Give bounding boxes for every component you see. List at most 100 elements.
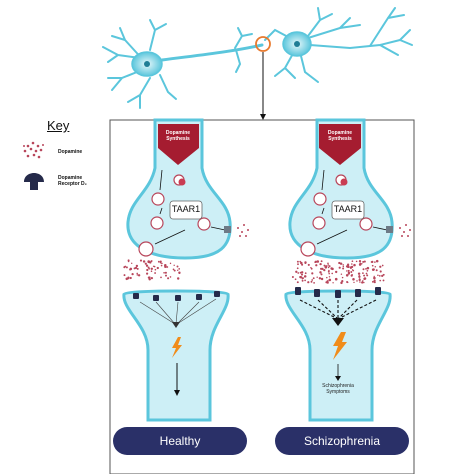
schizophrenia-panel	[284, 118, 411, 422]
dopamine-particle	[123, 266, 126, 269]
dopamine-particle	[313, 282, 315, 284]
dopamine-particle	[373, 281, 376, 284]
dopamine-particle	[350, 265, 354, 269]
dopamine-particle	[296, 281, 299, 284]
dopamine-particle	[339, 262, 343, 265]
dopamine-particle	[295, 270, 298, 273]
dopamine-particle	[173, 264, 175, 267]
dopamine-particle	[366, 269, 369, 272]
dopamine-particle	[311, 272, 314, 275]
dopamine-particle	[154, 268, 157, 271]
dopamine-particle	[304, 279, 306, 282]
dopamine-particle	[378, 275, 381, 277]
healthy-panel	[122, 118, 249, 422]
dopamine-particle	[178, 268, 181, 270]
dopamine-particle	[357, 272, 361, 275]
dopamine-cloud-schizophrenia	[291, 259, 385, 285]
dopamine-particle	[176, 277, 180, 280]
dopamine-particle	[346, 280, 349, 284]
dopamine-particle	[320, 267, 323, 270]
schizophrenia-synthesis-label: Dopamine Synthesis	[318, 130, 362, 142]
dopamine-particle	[299, 260, 302, 263]
dopamine-particle	[332, 282, 334, 284]
dopamine-particle	[127, 260, 130, 263]
key-receptor-label-line2: Receptor D₂	[58, 181, 87, 187]
dopamine-particle	[150, 260, 153, 263]
dopamine-particle	[365, 267, 367, 270]
dopamine-particle	[381, 274, 384, 278]
dopamine-particle	[142, 260, 146, 263]
dopamine-particle	[363, 277, 367, 280]
dopamine-particle	[304, 272, 307, 275]
dopamine-particle	[169, 262, 172, 265]
dopamine-particle	[362, 260, 365, 263]
dopamine-particle	[312, 277, 315, 280]
dopamine-particle	[363, 260, 366, 263]
dopamine-particle	[371, 264, 374, 267]
key-receptor-icon	[24, 173, 44, 190]
dopamine-particle	[304, 276, 306, 278]
dopamine-particle	[169, 276, 172, 278]
dopamine-particle	[346, 263, 350, 266]
synapse-highlight-circle	[255, 36, 271, 52]
dopamine-particle	[327, 266, 330, 269]
symptoms-line2: Symptoms	[326, 389, 350, 395]
dopamine-particle	[125, 266, 128, 269]
dopamine-particle	[358, 275, 361, 278]
dopamine-particle	[328, 265, 331, 268]
dopamine-particle	[178, 272, 181, 274]
dopamine-particle	[379, 270, 382, 273]
dopamine-particle	[166, 266, 169, 268]
dopamine-particle	[379, 279, 382, 282]
dopamine-particle	[320, 260, 323, 263]
dopamine-particle	[356, 280, 358, 282]
healthy-button[interactable]: Healthy	[113, 427, 247, 455]
dopamine-particle	[323, 264, 326, 267]
dopamine-particle	[355, 260, 358, 263]
dopamine-particle	[176, 269, 179, 272]
dopamine-particle	[338, 266, 341, 269]
dopamine-particle	[316, 260, 320, 263]
dopamine-particle	[144, 262, 147, 265]
dopamine-particle	[330, 267, 333, 270]
schizophrenia-button[interactable]: Schizophrenia	[275, 427, 409, 455]
neuron-illustration	[102, 7, 413, 109]
dopamine-particle	[147, 260, 150, 263]
dopamine-particle	[340, 281, 343, 285]
dopamine-particle	[359, 281, 361, 283]
healthy-synthesis-line1: Dopamine	[165, 130, 191, 136]
dopamine-particle	[127, 277, 130, 280]
dopamine-particle	[361, 281, 364, 284]
dopamine-particle	[296, 267, 299, 270]
dopamine-particle	[301, 263, 304, 266]
dopamine-particle	[297, 263, 299, 266]
dopamine-particle	[311, 279, 314, 281]
dopamine-particle	[377, 274, 379, 277]
dopamine-particle	[176, 265, 179, 268]
dopamine-particle	[164, 271, 167, 274]
dopamine-particle	[353, 281, 355, 284]
dopamine-particle	[319, 271, 322, 274]
dopamine-particle	[382, 279, 385, 282]
dopamine-particle	[363, 281, 365, 284]
dopamine-particle	[154, 272, 157, 274]
dopamine-particle	[304, 262, 307, 264]
dopamine-particle	[147, 276, 151, 279]
dopamine-particle	[294, 278, 297, 281]
dopamine-particle	[351, 263, 353, 265]
dopamine-particle	[150, 270, 153, 272]
dopamine-particle	[334, 277, 338, 281]
dopamine-particle	[307, 263, 310, 266]
dopamine-particle	[353, 263, 356, 267]
dopamine-particle	[341, 276, 344, 279]
dopamine-particle	[342, 267, 345, 270]
dopamine-particle	[342, 264, 344, 266]
dopamine-particle	[327, 264, 330, 266]
key-receptor-label: Dopamine Receptor D₂	[58, 175, 87, 187]
dopamine-particle	[362, 280, 364, 282]
dopamine-particle	[327, 262, 329, 265]
schizophrenia-synthesis-line2: Synthesis	[328, 136, 352, 142]
dopamine-particle	[327, 270, 330, 273]
dopamine-particle	[129, 276, 132, 280]
